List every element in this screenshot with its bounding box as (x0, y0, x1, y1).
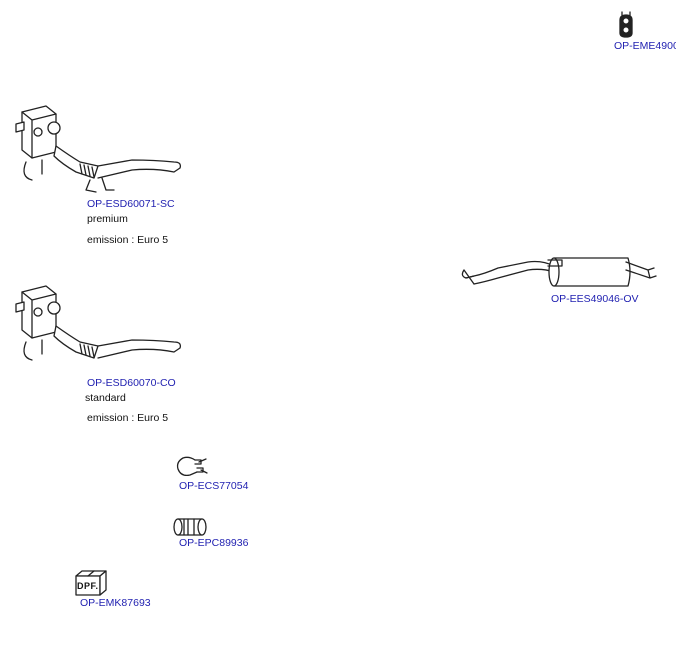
dpf-kit-box-icon[interactable]: DPF. (74, 570, 108, 596)
emission-label-standard: emission : Euro 5 (87, 412, 169, 424)
dpf-premium-image[interactable] (14, 102, 184, 197)
clamp-icon[interactable] (175, 456, 209, 478)
quality-label-standard: standard (85, 392, 126, 404)
part-code-rear-silencer[interactable]: OP-EES49046-OV (551, 293, 639, 305)
emission-label-premium: emission : Euro 5 (87, 234, 169, 246)
part-code-dpf-standard[interactable]: OP-ESD60070-CO (87, 377, 176, 389)
quality-label-premium: premium (87, 213, 128, 225)
part-code-dpf-premium[interactable]: OP-ESD60071-SC (87, 198, 175, 210)
part-code-connector[interactable]: OP-EPC89936 (179, 537, 249, 549)
rear-silencer-image[interactable] (458, 248, 658, 298)
dpf-kit-box-label: DPF. (77, 581, 99, 591)
part-code-top-right[interactable]: OP-EME4900 (614, 40, 676, 52)
part-code-clamp[interactable]: OP-ECS77054 (179, 480, 249, 492)
mounting-rubber-icon[interactable] (616, 11, 636, 39)
dpf-standard-image[interactable] (14, 282, 184, 377)
pipe-connector-icon[interactable] (172, 516, 208, 538)
part-code-dpf-kit[interactable]: OP-EMK87693 (80, 597, 151, 609)
